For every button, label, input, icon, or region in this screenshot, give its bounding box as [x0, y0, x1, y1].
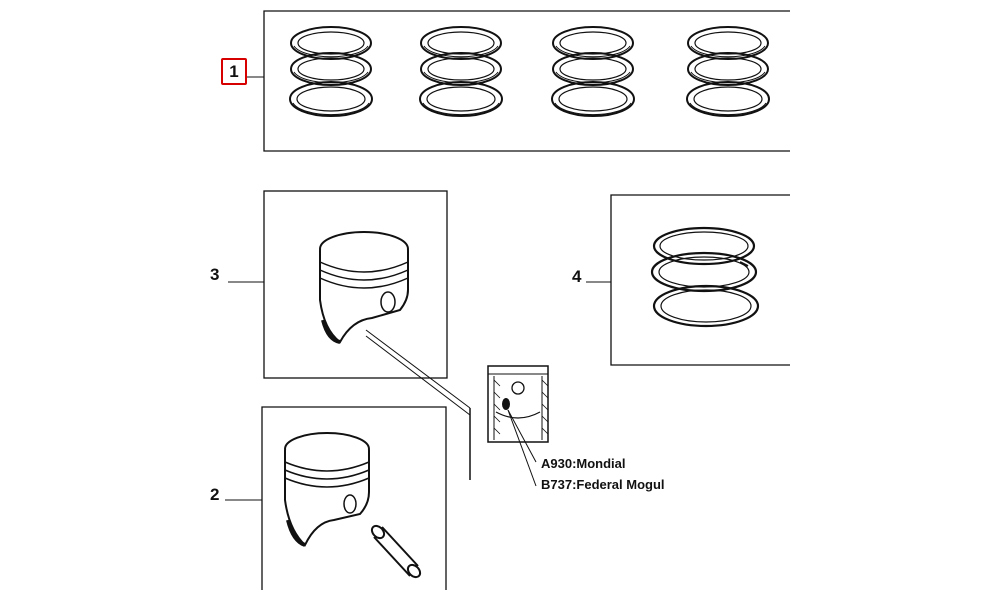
piston-box	[228, 190, 471, 480]
piston-pin	[370, 524, 422, 579]
ring-stack-2	[419, 26, 503, 117]
ring-set-box	[245, 10, 790, 152]
callout-4[interactable]: 4	[572, 267, 582, 286]
ring-stack-1	[289, 26, 373, 117]
ring-stack-3	[551, 26, 635, 117]
supplier-federal-mogul-label: B737:Federal Mogul	[541, 477, 665, 492]
ring-single-box	[586, 194, 790, 366]
ring-group	[650, 226, 760, 328]
piston	[319, 231, 409, 344]
callout-1[interactable]: 1	[221, 58, 247, 85]
piston-2	[284, 432, 370, 547]
callout-2[interactable]: 2	[210, 485, 220, 504]
piston-pin-box	[225, 406, 447, 590]
piston-cross-section	[487, 365, 549, 487]
supplier-mondial-label: A930:Mondial	[541, 456, 626, 471]
callout-3[interactable]: 3	[210, 265, 220, 284]
ring-stack-4	[686, 26, 770, 117]
